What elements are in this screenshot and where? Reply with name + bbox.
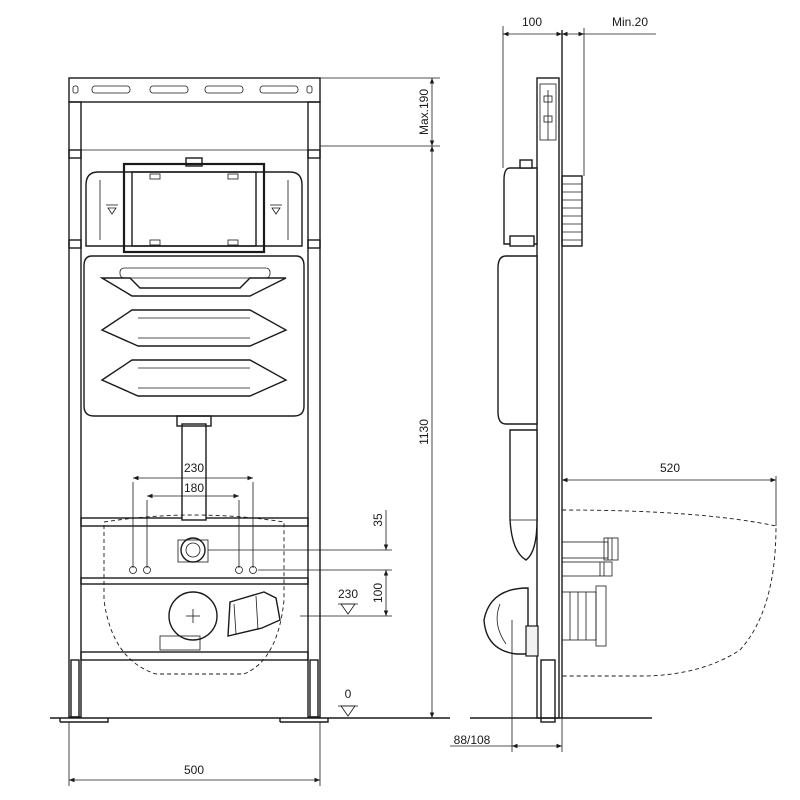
dim-label-100: 100	[371, 583, 385, 603]
side-cistern-top	[503, 167, 538, 245]
dim-label-35: 35	[371, 513, 385, 527]
dim-label-230-bolts: 230	[184, 461, 204, 475]
flush-plate-inner	[131, 171, 257, 247]
dimension-max-190	[320, 77, 440, 146]
dim-label-100-depth: 100	[522, 15, 542, 29]
dim-label-0: 0	[345, 687, 352, 701]
wall-brackets	[561, 175, 583, 247]
side-flush-pipe	[509, 429, 538, 561]
drain-outlet-front	[159, 591, 281, 651]
top-rail	[68, 77, 321, 103]
dimension-230-bolts	[132, 475, 254, 568]
dim-label-180-bolts: 180	[184, 481, 204, 495]
mounting-bolts	[129, 566, 257, 574]
dimension-35-100	[208, 510, 392, 617]
dimension-180-bolts	[146, 493, 240, 568]
water-level-marker-left	[106, 204, 118, 215]
dimension-500	[68, 722, 321, 786]
cistern-top	[85, 171, 303, 247]
dim-label-230-drain: 230	[338, 587, 358, 601]
crossbar-lower	[80, 651, 309, 661]
water-level-marker-right	[270, 204, 282, 215]
front-view: 230 180 35 100 230 0	[50, 77, 450, 786]
frame-feet	[59, 659, 329, 723]
dim-label-500: 500	[184, 763, 204, 777]
water-inlet	[180, 537, 206, 563]
cistern-ribs	[99, 277, 288, 397]
crossbar-middle	[80, 577, 309, 585]
level-marker-230	[338, 603, 358, 615]
side-water-inlet	[561, 537, 619, 577]
level-marker-0	[338, 705, 358, 717]
side-cistern-body	[497, 255, 538, 425]
flush-plate-opening	[122, 162, 266, 254]
dim-label-520: 520	[660, 461, 680, 475]
flush-pipe	[181, 423, 207, 521]
cistern-valve	[185, 157, 203, 167]
dimension-1130	[320, 145, 440, 718]
dimension-min-20	[562, 28, 656, 176]
bowl-outline-side	[561, 509, 777, 677]
side-frame-post	[536, 77, 560, 719]
dim-label-min-20: Min.20	[612, 15, 648, 29]
dim-label-88-108: 88/108	[454, 733, 491, 747]
dimension-88-108	[450, 620, 563, 752]
top-rail-slots	[72, 85, 313, 94]
dim-label-max-190: Max.190	[417, 89, 431, 135]
side-view: 100 Min.20 520 88/108	[450, 15, 777, 752]
side-drain	[483, 585, 607, 657]
dimension-100-depth	[502, 26, 562, 168]
dim-label-1130: 1130	[417, 419, 431, 445]
dimension-520	[562, 476, 777, 526]
